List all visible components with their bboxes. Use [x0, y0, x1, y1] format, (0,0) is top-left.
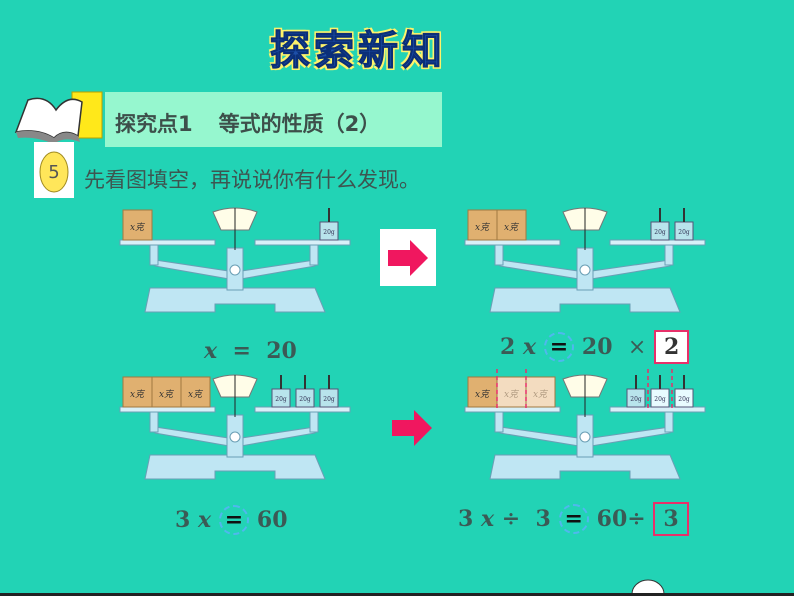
book-icon [14, 91, 103, 144]
exploration-point: 探究点1 [115, 112, 193, 136]
x-gram-block [151, 376, 182, 408]
x-gram-label: x克 [159, 389, 175, 400]
right-pan [254, 239, 351, 246]
rhs: 20 [266, 338, 297, 364]
divide-sign: ÷ [627, 506, 646, 532]
scale-base [144, 454, 326, 480]
left-pan [119, 406, 216, 413]
weight-label: 20g [323, 229, 335, 236]
weight-label: 20g [630, 396, 642, 403]
weight-label: 20g [654, 396, 666, 403]
x-gram-block [525, 376, 556, 408]
slide-title: 探索新知 [270, 28, 446, 75]
right-pan [609, 406, 706, 413]
x-gram-label: x克 [504, 389, 520, 400]
topic: 等式的性质（2） [218, 112, 381, 136]
weight-label: 20g [323, 396, 335, 403]
variable: x [197, 507, 212, 533]
answer-box[interactable]: 3 [653, 502, 689, 536]
weight-label: 20g [299, 396, 311, 403]
weight-label: 20g [654, 229, 666, 236]
equals-circled: = [543, 332, 575, 362]
right-pan [609, 239, 706, 246]
bottom-border [0, 593, 794, 596]
coef: 3 [175, 507, 191, 533]
variable: x [522, 334, 537, 360]
rhs: 60 [596, 506, 628, 532]
section-banner: 探究点1 等式的性质（2） [105, 92, 442, 147]
coef: 2 [500, 334, 516, 360]
equation-2: 2 x = 20 × 2 [500, 330, 690, 364]
variable: x [480, 506, 495, 532]
left-pan [464, 406, 561, 413]
x-gram-label: x克 [475, 222, 491, 233]
scale-pivot [229, 431, 241, 443]
chick-icon: 5 [39, 151, 69, 193]
rhs: 60 [256, 507, 288, 533]
scale-base [489, 287, 681, 313]
left-pan [464, 239, 561, 246]
question-badge: 5 [34, 142, 74, 198]
x-gram-block [180, 376, 211, 408]
x-gram-label: x克 [130, 222, 146, 233]
x-gram-label: x克 [533, 389, 549, 400]
equals: = [232, 338, 251, 364]
weight-label: 20g [275, 396, 287, 403]
balance-scale-4: x克 x克 x克 20g 20g 20g [464, 369, 706, 480]
scale-pivot [579, 264, 591, 276]
prompt-text: 先看图填空，再说说你有什么发现。 [84, 168, 420, 192]
divisor: 3 [535, 506, 551, 532]
equation-4: 3 x ÷ 3 = 60÷ 3 [458, 502, 689, 536]
x-gram-block [496, 209, 527, 241]
divide-sign: ÷ [501, 506, 521, 532]
right-arrow-icon [388, 240, 428, 276]
weight-label: 20g [678, 396, 690, 403]
right-arrow-icon [392, 410, 432, 446]
x-gram-label: x克 [475, 389, 491, 400]
balance-scale-2: x克 x克 20g 20g [464, 207, 706, 313]
scale-base [144, 287, 326, 313]
x-gram-label: x克 [188, 389, 204, 400]
variable: x [204, 338, 218, 364]
balance-scale-1: x克 20g [119, 207, 351, 313]
x-gram-label: x克 [130, 389, 146, 400]
rhs: 20 [581, 334, 613, 360]
scale-base [489, 454, 681, 480]
scale-pivot [229, 264, 241, 276]
equation-3: 3 x = 60 [175, 505, 288, 535]
x-gram-block [496, 376, 527, 408]
right-pan [254, 406, 351, 413]
x-gram-block [122, 209, 153, 241]
weight-label: 20g [678, 229, 690, 236]
left-pan [119, 239, 216, 246]
svg-text:5: 5 [48, 162, 59, 183]
coef: 3 [458, 506, 474, 532]
balance-scale-3: x克 x克 x克 20g 20g 20g [119, 374, 351, 480]
equation-1: x = 20 [204, 338, 297, 364]
x-gram-block [122, 376, 153, 408]
equals-circled: = [218, 505, 250, 535]
multiply-sign: × [627, 335, 647, 360]
equals-circled: = [558, 504, 589, 534]
answer-box[interactable]: 2 [653, 330, 690, 364]
x-gram-label: x克 [504, 222, 520, 233]
scale-pivot [579, 431, 591, 443]
